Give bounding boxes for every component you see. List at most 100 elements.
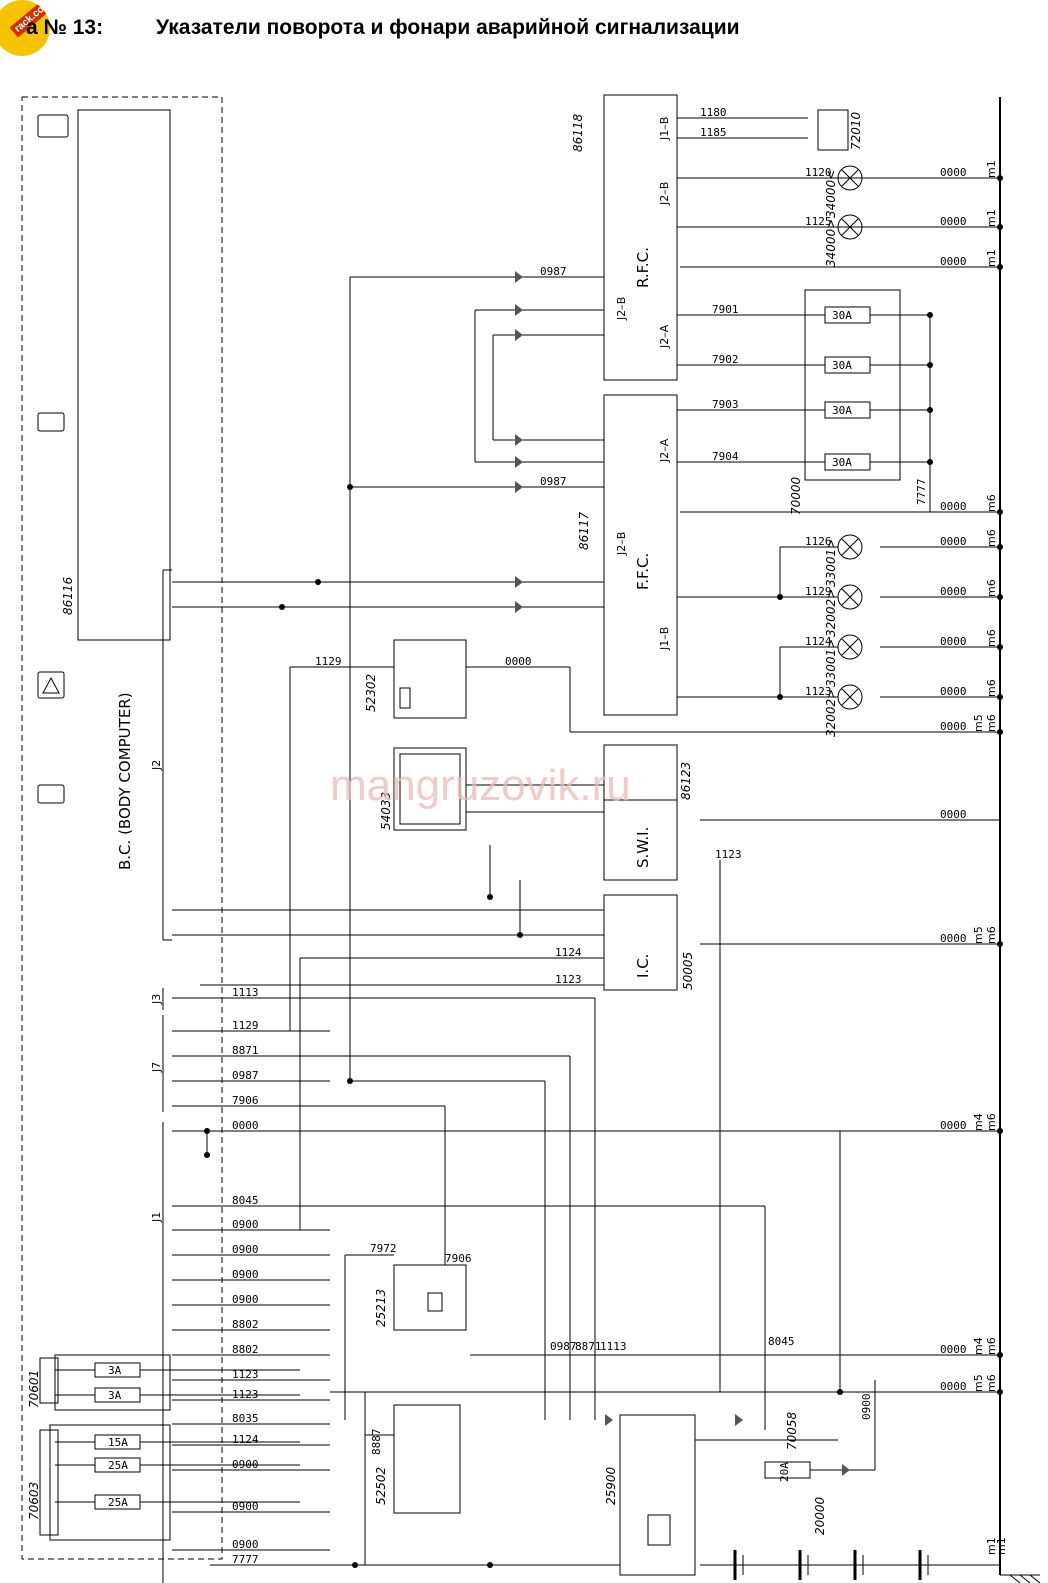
ffc-j2b: J2–B: [615, 532, 628, 556]
bc-title: B.C. (BODY COMPUTER): [116, 692, 134, 870]
ground-label: m6: [985, 494, 998, 512]
wire-code: 0900: [232, 1293, 259, 1306]
wire-code: 8045: [768, 1335, 795, 1348]
rfc-j2b-top: J2–B: [658, 182, 671, 206]
fuse-icon: [825, 454, 870, 470]
connector-arrow: [515, 271, 523, 283]
wire-code: 0900: [232, 1458, 259, 1471]
lamp-cross: [842, 689, 858, 705]
horizontal-wires: [55, 118, 1000, 1565]
fuse-rating: 25A: [108, 1459, 128, 1472]
battery-cells: [735, 1550, 928, 1580]
junction-dot: [997, 509, 1003, 515]
rfc-title: R.F.C.: [634, 247, 652, 288]
junction-dot: [927, 407, 933, 413]
wire-code: 0000: [940, 585, 967, 598]
bc-ref: 86116: [61, 576, 75, 615]
rfc-j1b: J1–B: [658, 117, 671, 141]
junction-dot: [997, 264, 1003, 270]
ground-label: m1: [985, 249, 998, 267]
wire-code: 0987: [540, 265, 567, 278]
bc-icon-box-3: [38, 785, 64, 803]
connector-arrow: [515, 601, 523, 613]
junction-dot: [997, 224, 1003, 230]
bc-inner-box: [78, 110, 170, 640]
connector-arrow: [842, 1464, 850, 1476]
wire-code: 1129: [232, 1019, 259, 1032]
fuse-icon: [95, 1458, 140, 1472]
relay-52302-box: [394, 640, 466, 718]
relay-25213-ref: 25213: [374, 1289, 388, 1327]
lamp-cross: [842, 539, 858, 555]
diagram-number: а № 13:: [26, 16, 104, 39]
site-logo: rack.com: [0, 0, 50, 56]
bc-icon-box-2: [38, 413, 64, 431]
junction-dot: [347, 1078, 353, 1084]
fuse-icon: [95, 1363, 140, 1377]
bc-j3-label: J3: [150, 994, 163, 1005]
connector-arrow: [605, 1414, 613, 1426]
wire-code: 1180: [700, 106, 727, 119]
wire-code: 0900: [232, 1500, 259, 1513]
ground-label: m6: [985, 529, 998, 547]
wire-code: 0987: [232, 1069, 259, 1082]
fuse-box-70000: [805, 290, 900, 480]
hazard-icon-box: [38, 672, 64, 698]
lamp-wire-code: 1125: [805, 215, 832, 228]
junction-dot: [777, 594, 783, 600]
lamp-72010-ref: 72010: [849, 111, 863, 150]
fuse-rating: 3A: [108, 1389, 122, 1402]
fuse-box-70603-ref: 70603: [27, 1482, 41, 1520]
fuse-box-70603: [50, 1425, 170, 1540]
wire-code: 1123: [232, 1388, 259, 1401]
wire-code: 8035: [232, 1412, 259, 1425]
wire-code: 1123: [715, 848, 742, 861]
fuse-70058-rating: 20A: [778, 1462, 791, 1482]
wire-code: 7902: [712, 353, 739, 366]
fuse-70058-ref: 70058: [785, 1411, 799, 1450]
junction-dot: [997, 1128, 1003, 1134]
fuse-icon: [95, 1435, 140, 1449]
lamp-cross: [842, 589, 858, 605]
lamp-ref: 33001>: [824, 539, 838, 587]
lamp-72010-box: [818, 110, 848, 150]
lamp-icon: [838, 635, 862, 659]
wire-code: 0900: [232, 1218, 259, 1231]
fuse-box-70601: [55, 1355, 170, 1410]
wire-code: 0000: [505, 655, 532, 668]
wire-code: 7901: [712, 303, 739, 316]
junction-dot: [837, 1389, 843, 1395]
wire-code: 7777: [915, 479, 928, 506]
wire-code: 0000: [232, 1119, 259, 1132]
hazard-triangle-icon: [42, 676, 60, 694]
junction-dot: [517, 932, 523, 938]
ground-label: m6: [985, 1374, 998, 1392]
junction-dot: [997, 694, 1003, 700]
ic-box: [604, 895, 677, 990]
lamp-ref: 32002>: [824, 689, 838, 737]
connector-arrow: [515, 329, 523, 341]
wire-code: 1129: [315, 655, 342, 668]
ground-label: m1: [985, 160, 998, 178]
ground-label: m1: [985, 1537, 998, 1555]
lamp-cross: [842, 219, 858, 235]
wire-code: 0000: [940, 808, 967, 821]
fuse-rating: 25A: [108, 1496, 128, 1509]
junction-dot: [927, 312, 933, 318]
lamp-icon: [838, 535, 862, 559]
fuse-icon: [825, 402, 870, 418]
fuse-rating: 30A: [832, 359, 852, 372]
wire-code: 1113: [232, 986, 259, 999]
junction-dot: [279, 604, 285, 610]
junction-dot: [347, 484, 353, 490]
fuse-icon: [825, 307, 870, 323]
wire-code: 1124: [555, 946, 582, 959]
diagram-title: Указатели поворота и фонари аварийной си…: [156, 16, 740, 39]
fuse-rating: 30A: [832, 404, 852, 417]
wire-code: 0000: [940, 1343, 967, 1356]
ground-label: m4: [972, 1113, 985, 1131]
lamp-cross: [842, 170, 858, 186]
wire-code: 0987: [550, 1340, 577, 1353]
lamp-wire-code: 1123: [805, 685, 832, 698]
